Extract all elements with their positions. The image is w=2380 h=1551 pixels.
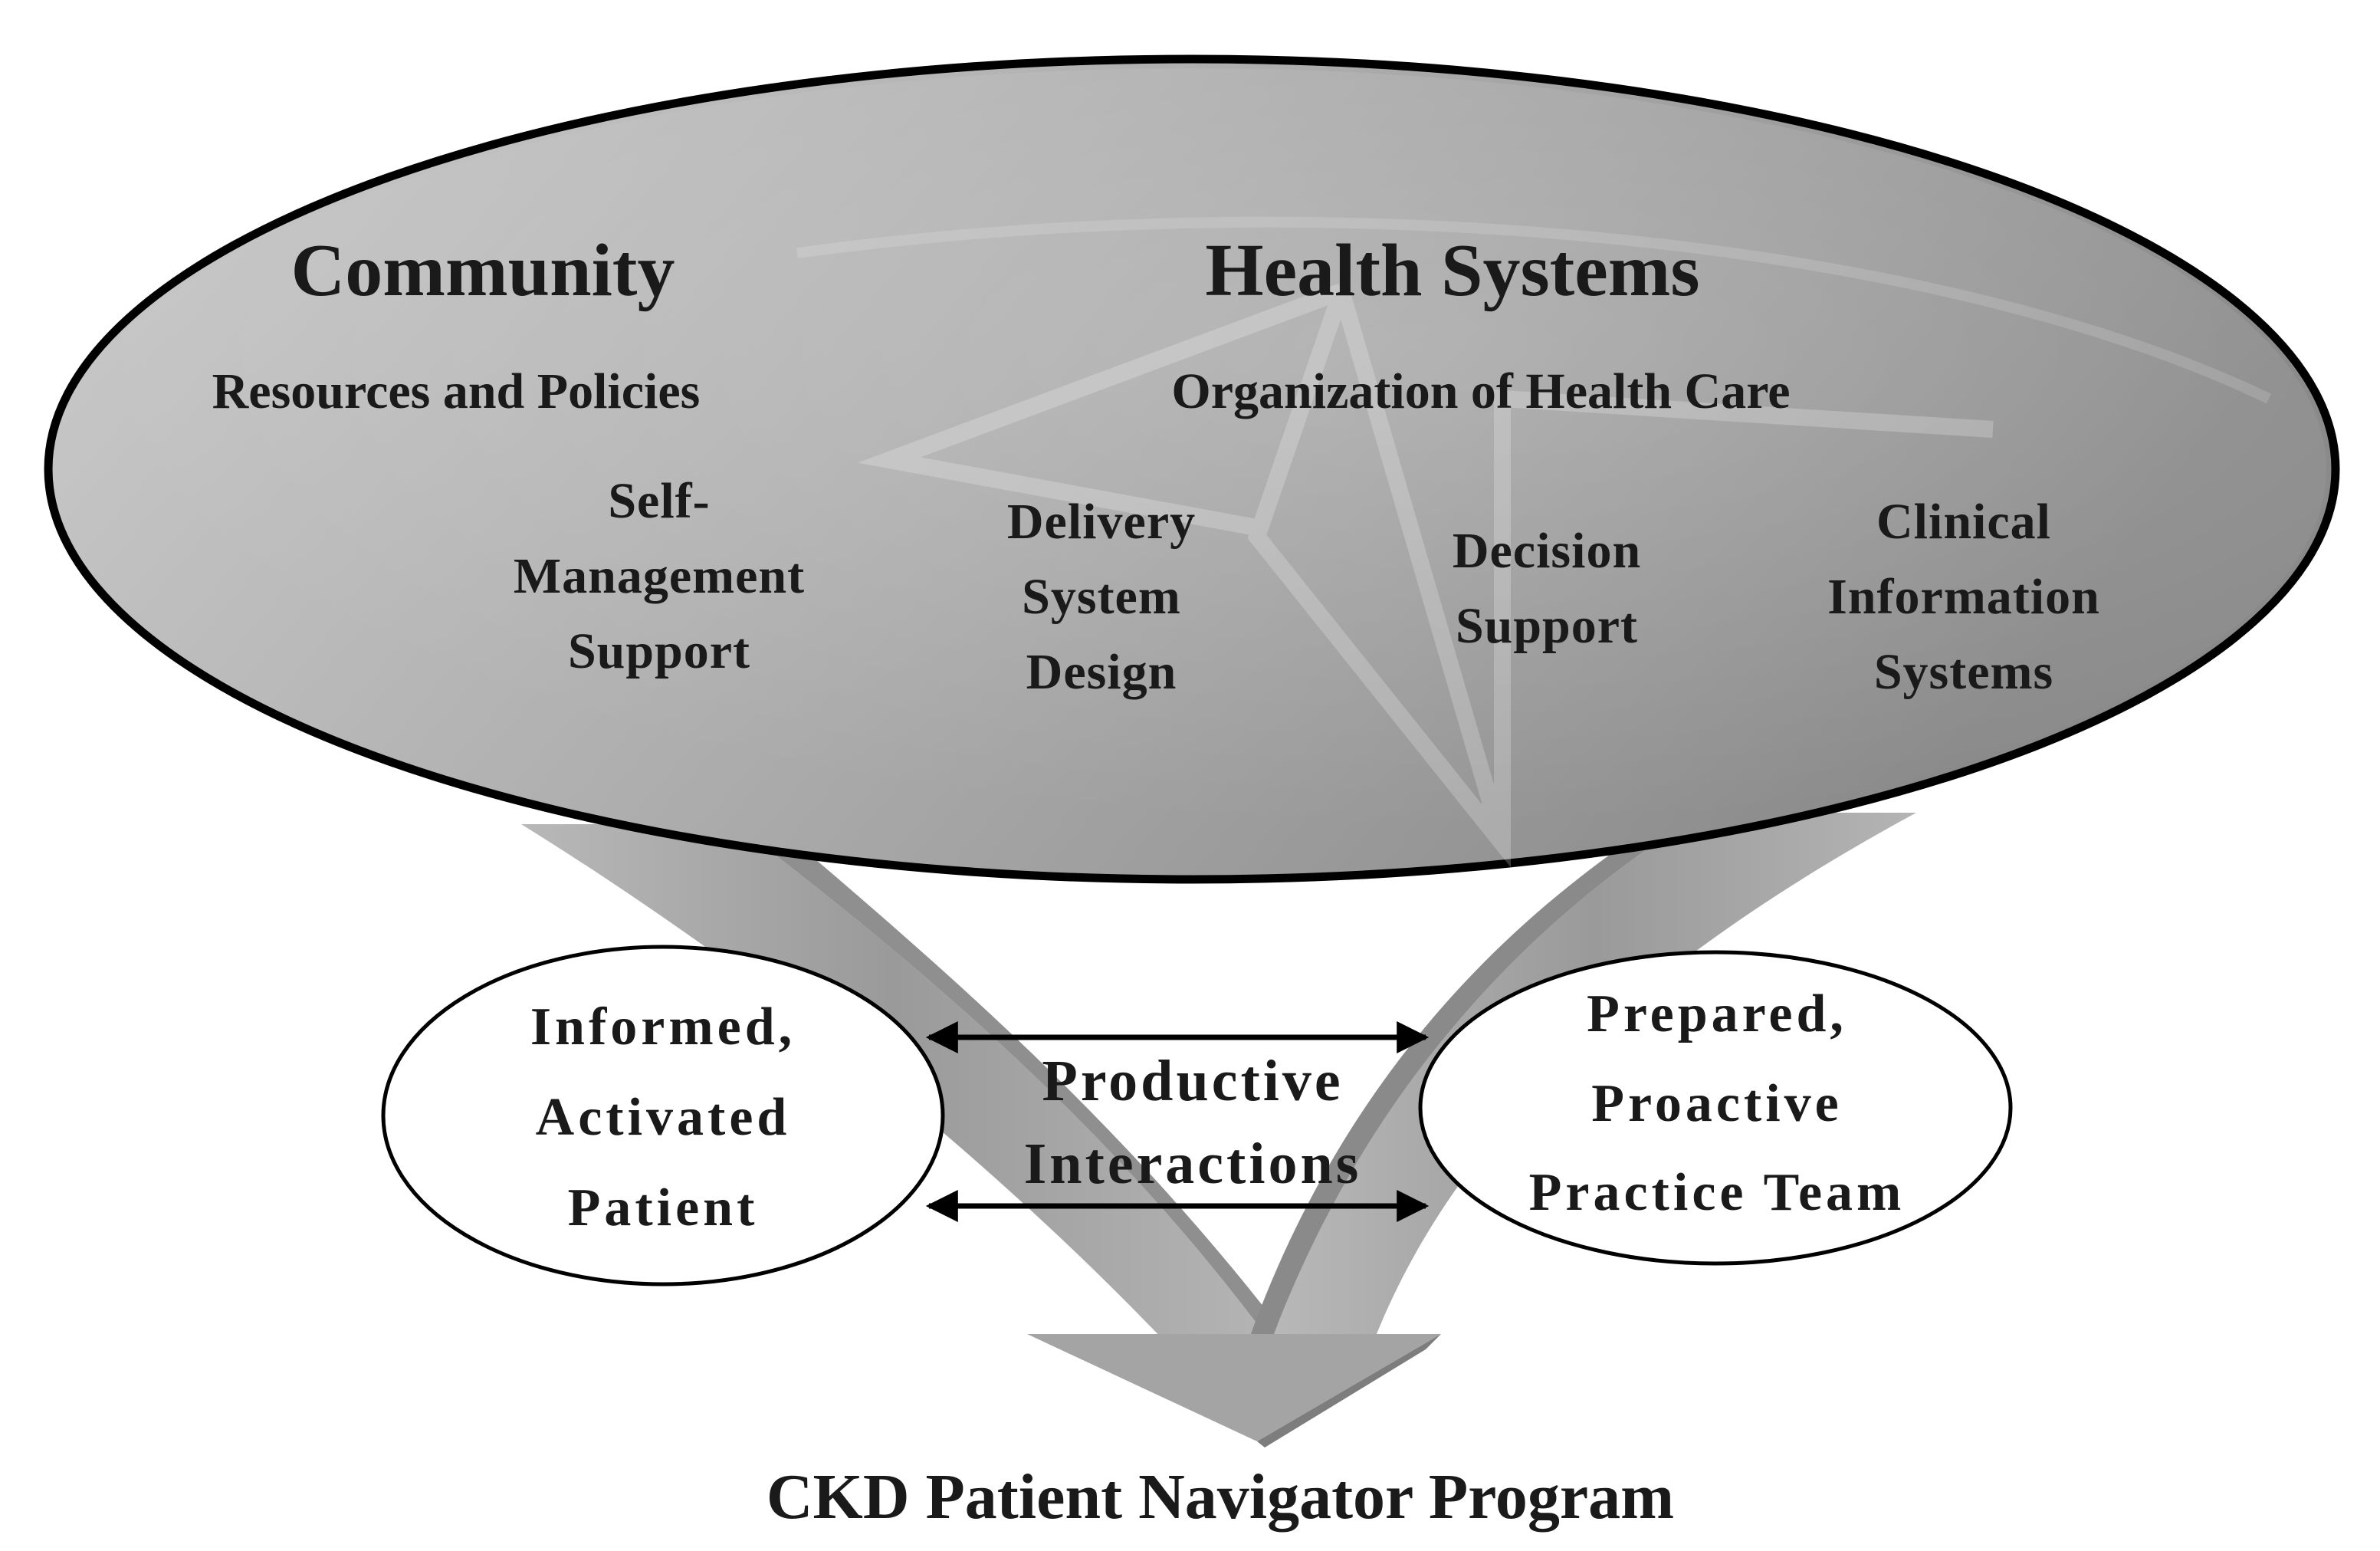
component-line: Self- — [608, 473, 710, 529]
interactions-line: Productive — [1042, 1049, 1343, 1113]
component-line: System — [1022, 569, 1181, 625]
team-line: Proactive — [1591, 1074, 1842, 1133]
patient-oval: Informed, Activated Patient — [381, 945, 945, 1286]
component-decision-support: Decision Support — [1453, 523, 1641, 654]
arrow-head-shade — [1257, 1334, 1441, 1447]
component-line: Information — [1827, 569, 2100, 625]
team-line: Practice Team — [1529, 1163, 1906, 1222]
patient-line: Activated — [536, 1088, 791, 1147]
component-self-management-support: Self- Management Support — [514, 473, 805, 679]
health-systems-subheading: Organization of Health Care — [1171, 363, 1790, 419]
health-systems-heading: Health Systems — [1205, 229, 1699, 312]
component-delivery-system-design: Delivery System Design — [1007, 494, 1196, 700]
component-line: Decision — [1453, 523, 1641, 579]
component-clinical-information-systems: Clinical Information Systems — [1827, 494, 2100, 700]
team-oval: Prepared, Proactive Practice Team — [1418, 950, 2013, 1266]
team-line: Prepared, — [1587, 984, 1847, 1043]
patient-line: Patient — [568, 1178, 759, 1237]
component-line: Systems — [1874, 644, 2053, 700]
component-line: Delivery — [1007, 494, 1196, 550]
community-heading: Community — [291, 229, 675, 312]
patient-line: Informed, — [530, 997, 796, 1056]
component-line: Support — [1456, 598, 1638, 654]
interactions-line: Interactions — [1024, 1132, 1362, 1196]
component-line: Design — [1026, 644, 1177, 700]
component-line: Management — [514, 548, 805, 604]
component-line: Clinical — [1876, 494, 2051, 550]
community-subheading: Resources and Policies — [212, 363, 701, 419]
top-oval — [44, 54, 2340, 884]
program-title: CKD Patient Navigator Program — [767, 1461, 1674, 1533]
arrow-head — [1027, 1334, 1441, 1441]
component-line: Support — [568, 623, 750, 679]
right-swoosh — [1272, 813, 1916, 1346]
left-swoosh-shade — [736, 824, 1288, 1338]
oval-inner-arc — [796, 216, 2272, 404]
oval-watermark-star — [857, 283, 1994, 868]
